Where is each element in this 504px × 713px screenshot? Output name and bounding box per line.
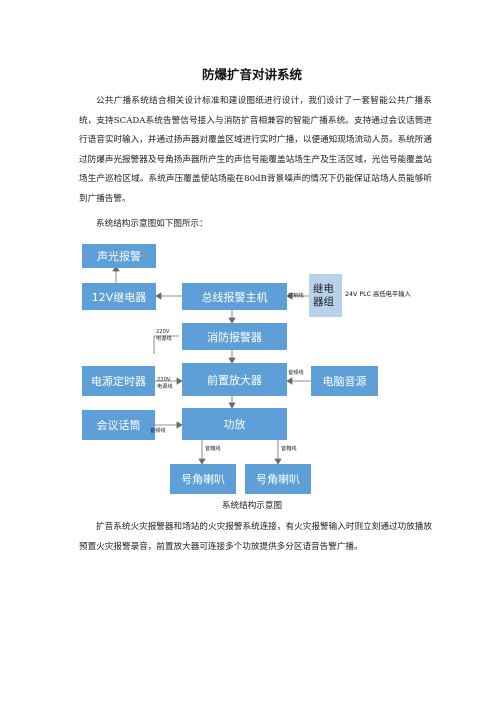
document-title: 防爆扩音对讲系统 [201, 67, 302, 82]
relay-group-box: 继电 器组 [309, 274, 342, 317]
power-line-label-1: 220V 电源线 [156, 329, 172, 342]
bus-alarm-host-box: 总线报警主机 [182, 283, 287, 310]
horn-speaker-right-box: 号角喇叭 [245, 464, 311, 494]
control-line-label: 控制线 [288, 293, 304, 299]
connector-lines [112, 265, 311, 465]
relay-group-label: 继电 器组 [313, 282, 334, 308]
preamp-box: 前置放大器 [182, 363, 287, 396]
pc-audio-box: 电脑音源 [311, 366, 378, 396]
intro-paragraph: 公共广播系统结合相关设计标准和建设图纸进行设计，我们设计了一套智能公共广播系统，… [79, 96, 432, 204]
plc-input-label: 24V PLC 高低电平输入 [345, 291, 411, 298]
horn-speaker-left-box: 号角喇叭 [170, 464, 236, 494]
conference-mic-box: 会议话筒 [82, 410, 155, 440]
speaker-line-label-left: 音箱线 [205, 446, 221, 452]
closing-paragraph: 扩音系统火灾报警器和场站的火灾报警系统连接，有火灾报警输入时则立刻通过功放播放预… [79, 522, 432, 552]
speaker-line-label-right: 音箱线 [281, 446, 297, 452]
diagram-intro-paragraph: 系统结构示意图如下图所示： [96, 219, 208, 229]
amplifier-box: 功放 [182, 408, 287, 440]
relay-12v-box: 12V继电器 [82, 283, 156, 310]
power-timer-box: 电源定时器 [82, 366, 155, 396]
audio-line-label-pc: 音频线 [288, 370, 304, 376]
audio-line-label-mic: 音频线 [150, 428, 166, 434]
diagram-caption: 系统结构示意图 [221, 501, 283, 511]
alarm-light-box: 声光报警 [82, 244, 156, 268]
power-line-label-2: 220V 电源线 [157, 377, 173, 390]
fire-alarm-box: 消防报警器 [182, 323, 287, 350]
system-structure-diagram: 声光报警 12V继电器 总线报警主机 继电 器组 24V PLC 高低电平输入 … [78, 240, 433, 498]
